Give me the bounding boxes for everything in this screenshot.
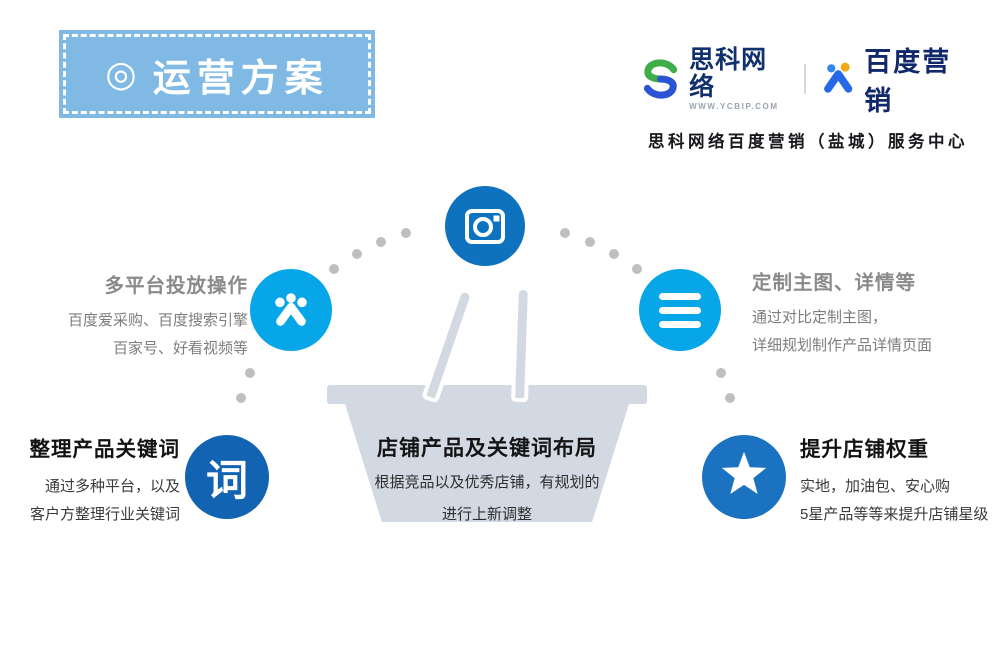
label-line-1: 通过多种平台，以及 (44, 478, 180, 495)
arc-dot (560, 227, 571, 238)
arc-dot (585, 237, 596, 248)
baidu-paw-logo-icon (824, 62, 853, 93)
node-menu (639, 269, 721, 351)
label-title: 多平台投放操作 (104, 275, 248, 297)
label-title: 定制主图、详情等 (752, 272, 917, 294)
label-line-2: 客户方整理行业关键词 (29, 506, 180, 523)
word-glyph: 词 (205, 456, 248, 504)
label-title: 整理产品关键词 (29, 438, 180, 461)
star-icon (721, 451, 767, 495)
node-camera (445, 186, 525, 266)
brand-tagline: 思科网络百度营销（盐城）服务中心 (648, 133, 968, 151)
arc-dot (400, 227, 411, 238)
label-keywords: 整理产品关键词 通过多种平台，以及 客户方整理行业关键词 (0, 432, 181, 529)
paw-notch (285, 315, 297, 326)
node-keyword: 词 (185, 435, 269, 519)
arc-dot (631, 264, 642, 275)
company-s-logo-icon (643, 59, 678, 99)
camera-icon (465, 209, 505, 244)
page-title: 运营方案 (152, 57, 329, 100)
company-url: WWW.YCBIP.COM (689, 101, 779, 111)
label-shop-weight: 提升店铺权重 实地，加油包、安心购 5星产品等等来提升店铺星级 (800, 432, 1000, 529)
arc-dot (235, 392, 246, 403)
basket-line-2: 进行上新调整 (441, 505, 532, 523)
node-star (702, 435, 786, 519)
brand-divider (804, 64, 807, 94)
baidu-paw-icon (275, 293, 307, 326)
basket-line-1: 根据竞品以及优秀店铺，有规划的 (374, 474, 600, 491)
arc-dot (725, 392, 736, 403)
bullseye-icon: ◎ (105, 53, 137, 94)
node-multi-platform (250, 269, 332, 351)
label-line-1: 实地，加油包、安心购 (800, 478, 951, 495)
arc-dot (715, 367, 726, 378)
label-line-2: 详细规划制作产品详情页面 (752, 337, 933, 354)
arc-dot (609, 249, 620, 260)
product-name: 百度营销 (864, 47, 952, 116)
basket-title: 店铺产品及关键词布局 (377, 437, 597, 460)
arc-dot (375, 237, 386, 248)
basket-body: 店铺产品及关键词布局 根据竞品以及优秀店铺，有规划的 进行上新调整 (345, 404, 629, 522)
arc-dot (351, 249, 362, 260)
label-line-2: 5星产品等等来提升店铺星级 (800, 506, 989, 523)
company-name-block: 思科网络 WWW.YCBIP.COM (689, 47, 791, 111)
label-multi-platform: 多平台投放操作 百度爱采购、百度搜索引擎 百家号、好看视频等 (0, 269, 248, 363)
label-title: 提升店铺权重 (800, 438, 929, 461)
label-line-1: 百度爱采购、百度搜索引擎 (67, 312, 248, 329)
company-name: 思科网络 (689, 46, 768, 101)
label-custom-images: 定制主图、详情等 通过对比定制主图， 详细规划制作产品详情页面 (752, 266, 1000, 360)
brand-block: 思科网络 WWW.YCBIP.COM 百度营销 思科网络百度营销（盐城）服务中心 (638, 40, 978, 152)
title-badge: ◎ 运营方案 (63, 34, 371, 114)
basket-rim (327, 385, 647, 404)
arc-dot (245, 367, 256, 378)
label-line-1: 通过对比定制主图， (752, 309, 888, 326)
arc-dot (329, 264, 340, 275)
label-line-2: 百家号、好看视频等 (112, 340, 248, 357)
menu-icon (659, 292, 701, 328)
brand-logo-row: 思科网络 WWW.YCBIP.COM 百度营销 (638, 40, 978, 118)
